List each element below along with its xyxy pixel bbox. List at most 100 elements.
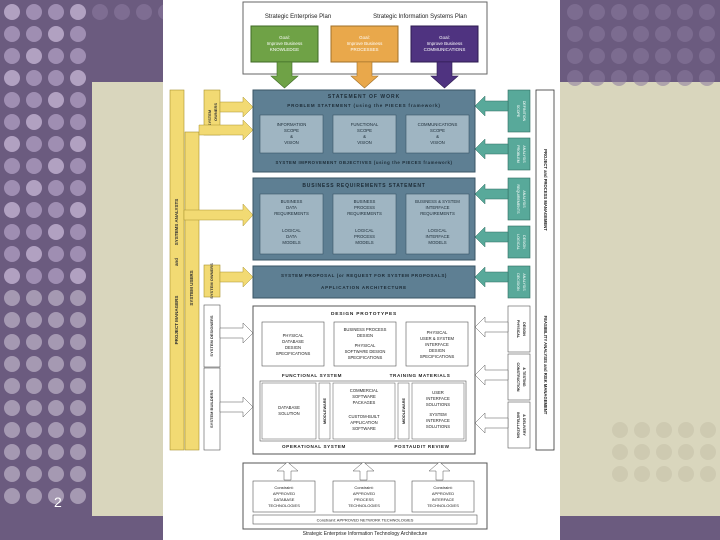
svg-text:PROCESS: PROCESS: [354, 234, 375, 239]
svg-text:PROBLEM: PROBLEM: [516, 145, 520, 163]
background-dot: [700, 444, 716, 460]
background-dot: [678, 466, 694, 482]
background-dot: [633, 26, 649, 42]
background-dot: [589, 70, 605, 86]
svg-text:PROCESS: PROCESS: [354, 205, 375, 210]
svg-text:DATABASE: DATABASE: [282, 339, 304, 344]
background-dot: [589, 48, 605, 64]
svg-text:SOFTWARE: SOFTWARE: [352, 394, 376, 399]
background-dot: [26, 356, 42, 372]
background-dot: [70, 400, 86, 416]
background-dot: [26, 202, 42, 218]
background-dot: [70, 26, 86, 42]
svg-text:INTERFACE: INTERFACE: [425, 234, 449, 239]
background-dot: [92, 4, 108, 20]
background-dot: [612, 444, 628, 460]
background-dot: [567, 4, 583, 20]
background-dot: [655, 4, 671, 20]
svg-text:& TESTING: & TESTING: [522, 367, 526, 386]
svg-text:MODELS: MODELS: [355, 240, 373, 245]
background-dot: [48, 334, 64, 350]
background-dot: [699, 4, 715, 20]
svg-text:SPECIFICATIONS: SPECIFICATIONS: [420, 354, 455, 359]
svg-text:MODELS: MODELS: [428, 240, 446, 245]
background-dot: [567, 26, 583, 42]
architecture-label: Strategic Enterprise Information Technol…: [303, 531, 428, 537]
background-dot: [48, 422, 64, 438]
background-dot: [4, 312, 20, 328]
background-dot: [656, 422, 672, 438]
svg-text:Improve Business: Improve Business: [347, 41, 384, 46]
svg-text:SCOPE: SCOPE: [516, 105, 520, 118]
background-dot: [70, 92, 86, 108]
svg-text:REQUIREMENTS: REQUIREMENTS: [516, 185, 520, 215]
background-dot: [678, 444, 694, 460]
background-dot: [4, 114, 20, 130]
background-dot: [70, 114, 86, 130]
background-dot: [70, 4, 86, 20]
application-architecture-label: APPLICATION ARCHITECTURE: [321, 285, 407, 290]
background-dot: [70, 378, 86, 394]
system-owners-top-label-a: SYSTEM: [207, 109, 212, 126]
svg-text:INTERFACE: INTERFACE: [432, 497, 455, 502]
background-dot: [611, 26, 627, 42]
background-dot: [26, 4, 42, 20]
background-dot: [4, 422, 20, 438]
background-dot: [48, 290, 64, 306]
background-dot: [567, 70, 583, 86]
background-dot: [4, 378, 20, 394]
background-dot: [26, 70, 42, 86]
background-dot: [4, 202, 20, 218]
information-plan-label: Strategic Information Systems Plan: [373, 14, 467, 20]
svg-text:&: &: [290, 134, 293, 139]
background-dot: [4, 334, 20, 350]
svg-text:PHYSICAL: PHYSICAL: [516, 320, 520, 339]
svg-text:SYSTEM: SYSTEM: [429, 412, 447, 417]
background-dot: [677, 4, 693, 20]
background-dot: [70, 246, 86, 262]
left-role-bars: PROJECT MANAGERS and SYSTEMS ANALYSTS SY…: [169, 89, 254, 451]
background-dot: [699, 26, 715, 42]
svg-text:DATA: DATA: [286, 205, 297, 210]
background-dot: [48, 378, 64, 394]
svg-text:PHYSICAL: PHYSICAL: [355, 343, 376, 348]
svg-text:ANALYSIS: ANALYSIS: [522, 145, 526, 163]
svg-text:Constraint:: Constraint:: [433, 485, 452, 490]
management-bar: [535, 89, 555, 451]
background-dot: [4, 224, 20, 240]
svg-text:BUSINESS: BUSINESS: [354, 199, 376, 204]
database-solution-box: [261, 382, 317, 440]
svg-text:APPROVED: APPROVED: [273, 491, 295, 496]
svg-text:TECHNOLOGIES: TECHNOLOGIES: [268, 503, 300, 508]
background-dot: [26, 488, 42, 504]
svg-text:DEFINITION: DEFINITION: [522, 101, 526, 122]
background-dot: [70, 356, 86, 372]
svg-text:COMMERCIAL: COMMERCIAL: [350, 388, 379, 393]
background-dot: [48, 356, 64, 372]
system-users-label: SYSTEM USERS: [189, 270, 194, 305]
owners-arrow-proposal: [219, 266, 254, 288]
background-dot: [677, 70, 693, 86]
commercial-software-box: [332, 382, 396, 440]
owners-arrow-sow: [219, 96, 254, 118]
background-dot: [656, 466, 672, 482]
system-builders-label: SYSTEM BUILDERS: [209, 390, 214, 428]
background-dot: [4, 466, 20, 482]
design-prototypes-title: DESIGN PROTOTYPES: [331, 311, 397, 317]
network-constraint-label: Constraint: APPROVED NETWORK TECHNOLOGIE…: [317, 518, 414, 523]
svg-text:SOFTWARE DESIGN: SOFTWARE DESIGN: [345, 349, 386, 354]
svg-text:PHYSICAL: PHYSICAL: [427, 330, 448, 335]
background-dot: [48, 312, 64, 328]
background-dot: [634, 466, 650, 482]
statement-of-work-panel: STATEMENT OF WORK PROBLEM STATEMENT (usi…: [252, 89, 476, 173]
background-dot: [48, 158, 64, 174]
background-dot: [700, 422, 716, 438]
background-dot: [26, 92, 42, 108]
background-dot: [678, 422, 694, 438]
svg-text:LOGICAL: LOGICAL: [428, 228, 447, 233]
background-dot: [4, 356, 20, 372]
svg-text:KNOWLEDGE: KNOWLEDGE: [270, 47, 299, 52]
enterprise-plan-label: Strategic Enterprise Plan: [265, 14, 331, 20]
background-dot: [4, 268, 20, 284]
slide-number: 2: [54, 494, 62, 510]
